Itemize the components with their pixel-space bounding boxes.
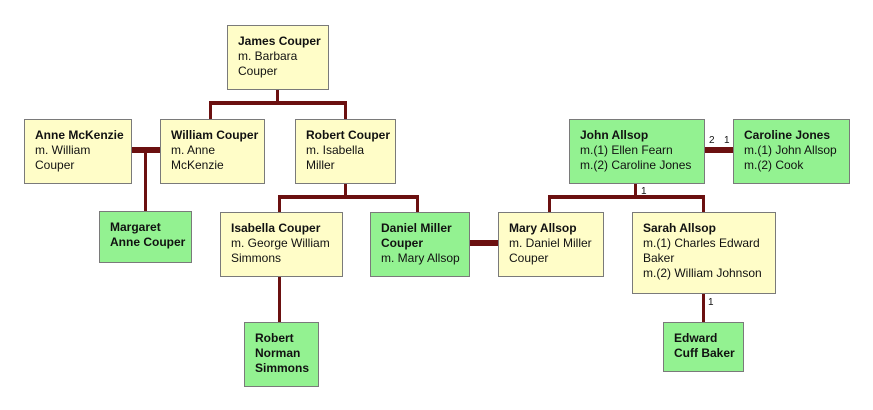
connector-line <box>209 101 212 119</box>
person-name: Edward Cuff Baker <box>674 331 735 360</box>
person-card-william-couper[interactable]: William Couper m. Anne McKenzie <box>160 119 265 184</box>
person-card-mary-allsop[interactable]: Mary Allsop m. Daniel Miller Couper <box>498 212 604 277</box>
person-card-john-allsop[interactable]: John Allsop m.(1) Ellen Fearn m.(2) Caro… <box>569 119 705 184</box>
person-spouse: m. Isabella Miller <box>306 143 365 172</box>
person-name: Caroline Jones <box>744 128 831 142</box>
person-name: Daniel Miller Couper <box>381 221 452 250</box>
person-spouse: m. Barbara Couper <box>238 49 298 78</box>
person-name: William Couper <box>171 128 259 142</box>
connector-line <box>209 101 347 105</box>
person-spouse: m.(1) Charles Edward Baker m.(2) William… <box>643 236 762 280</box>
person-card-robert-norman-simmons[interactable]: Robert Norman Simmons <box>244 322 319 387</box>
person-name: Sarah Allsop <box>643 221 716 235</box>
connector-line <box>144 149 147 211</box>
connector-line <box>278 276 281 322</box>
person-name: John Allsop <box>580 128 649 142</box>
connector-line <box>702 293 705 322</box>
person-card-daniel-miller-couper[interactable]: Daniel Miller Couper m. Mary Allsop <box>370 212 470 277</box>
connector-line <box>278 195 281 212</box>
person-name: Isabella Couper <box>231 221 321 235</box>
person-spouse: m. Daniel Miller Couper <box>509 236 592 265</box>
person-card-caroline-jones[interactable]: Caroline Jones m.(1) John Allsop m.(2) C… <box>733 119 850 184</box>
person-spouse: m.(1) John Allsop m.(2) Cook <box>744 143 837 172</box>
person-spouse: m.(1) Ellen Fearn m.(2) Caroline Jones <box>580 143 692 172</box>
children-number-sarah: 1 <box>708 297 714 308</box>
connector-line <box>344 183 347 197</box>
person-name: Margaret Anne Couper <box>110 220 186 249</box>
person-name: Mary Allsop <box>509 221 577 235</box>
person-card-margaret-anne-couper[interactable]: Margaret Anne Couper <box>99 211 192 263</box>
marriage-number-john-side: 2 <box>709 135 715 146</box>
person-spouse: m. William Couper <box>35 143 91 172</box>
person-spouse: m. Anne McKenzie <box>171 143 224 172</box>
connector-line <box>278 195 419 199</box>
connector-line <box>702 195 705 212</box>
person-name: Robert Norman Simmons <box>255 331 310 375</box>
person-card-sarah-allsop[interactable]: Sarah Allsop m.(1) Charles Edward Baker … <box>632 212 776 294</box>
connector-line <box>276 89 279 103</box>
person-card-edward-cuff-baker[interactable]: Edward Cuff Baker <box>663 322 744 372</box>
marriage-line <box>705 147 734 153</box>
person-spouse: m. Mary Allsop <box>381 251 460 265</box>
marriage-line <box>469 240 498 246</box>
connector-line <box>634 183 637 197</box>
person-name: Robert Couper <box>306 128 390 142</box>
connector-line <box>548 195 705 199</box>
children-number-john: 1 <box>641 186 647 197</box>
person-spouse: m. George William Simmons <box>231 236 330 265</box>
connector-line <box>548 195 551 212</box>
connector-line <box>416 195 419 212</box>
person-name: James Couper <box>238 34 321 48</box>
person-card-anne-mckenzie[interactable]: Anne McKenzie m. William Couper <box>24 119 132 184</box>
marriage-number-caroline-side: 1 <box>724 135 730 146</box>
person-card-robert-couper[interactable]: Robert Couper m. Isabella Miller <box>295 119 396 184</box>
person-card-isabella-couper[interactable]: Isabella Couper m. George William Simmon… <box>220 212 343 277</box>
person-card-james-couper[interactable]: James Couper m. Barbara Couper <box>227 25 329 90</box>
person-name: Anne McKenzie <box>35 128 124 142</box>
connector-line <box>344 101 347 119</box>
